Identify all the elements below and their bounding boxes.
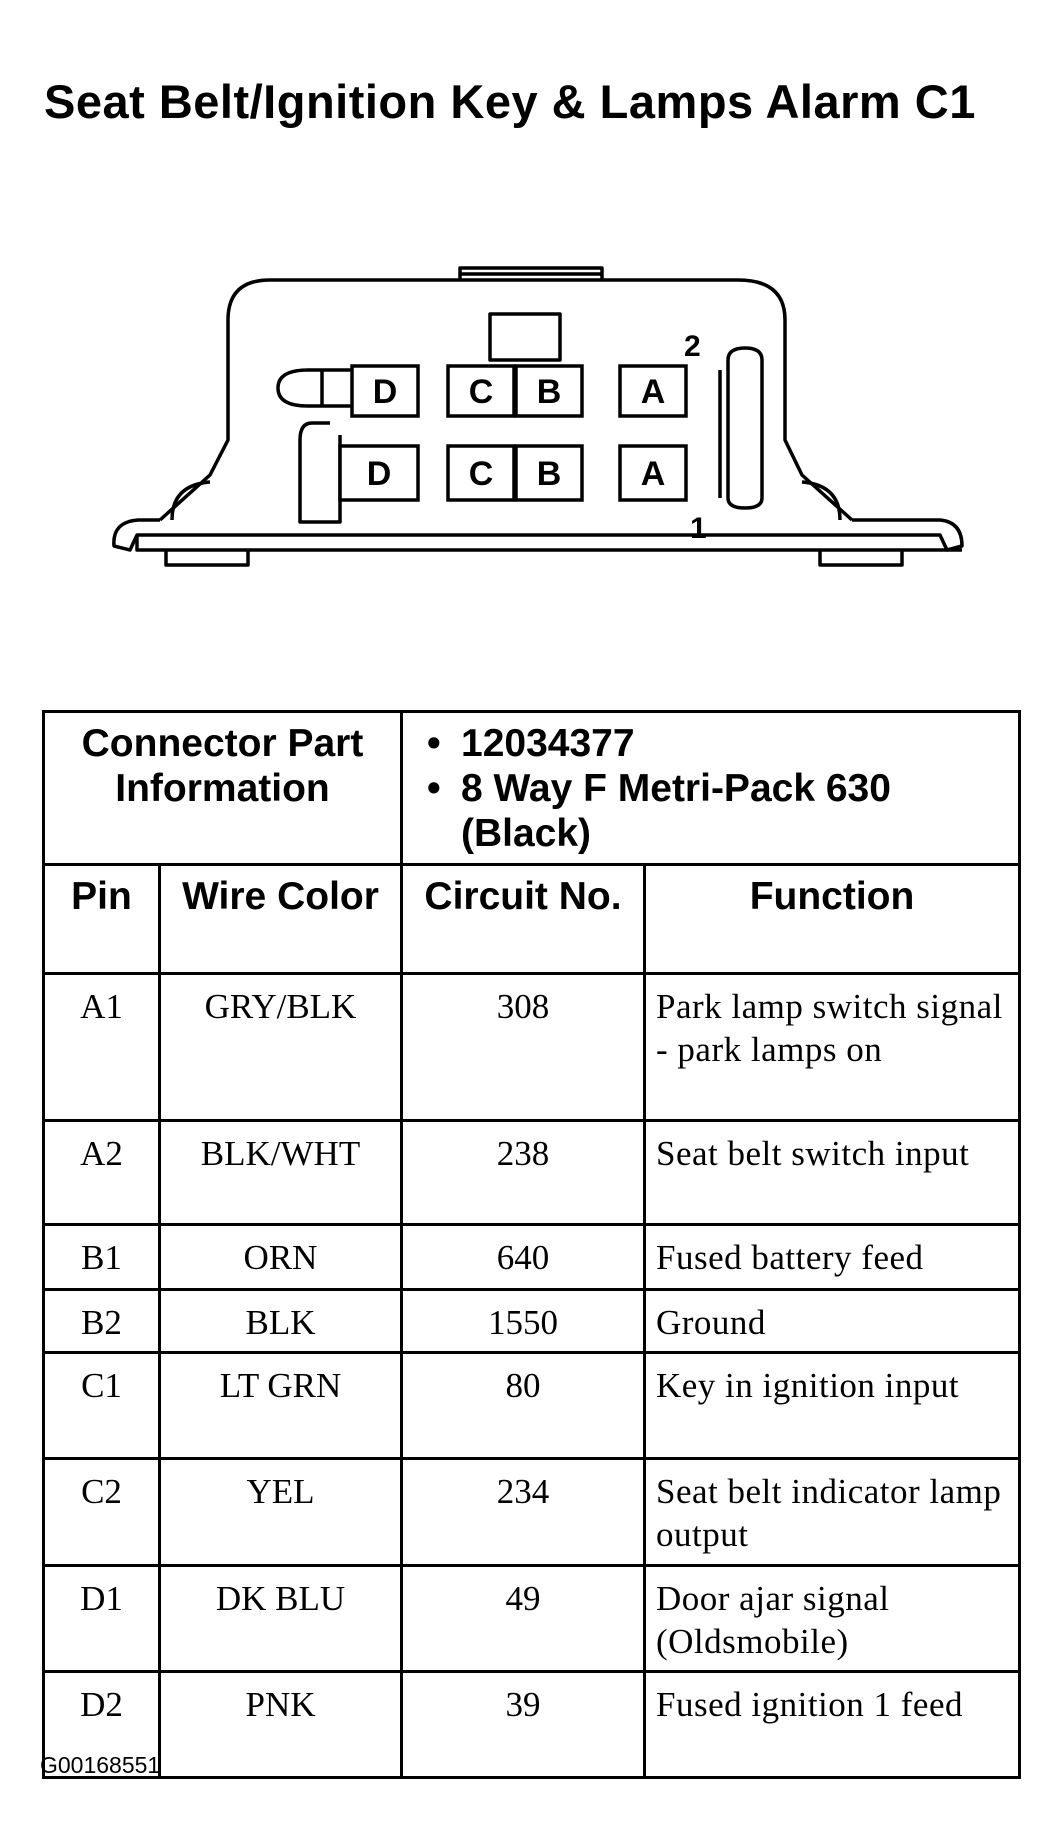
part-number: 12034377 xyxy=(461,722,635,765)
function-cell: Ground xyxy=(642,1288,1022,1354)
wire-color-cell: DK BLU xyxy=(158,1564,403,1673)
table-row: D1 DK BLU 49 Door ajar signal (Oldsmobil… xyxy=(42,1564,1022,1673)
table-row: D2 PNK 39 Fused ignition 1 feed xyxy=(42,1670,1022,1779)
pin-cell: A2 xyxy=(42,1119,161,1226)
cavity-label: A xyxy=(641,373,666,411)
header-pin: Pin xyxy=(42,863,161,975)
wire-color-cell: PNK xyxy=(158,1670,403,1779)
function-cell: Seat belt indicator lamp output xyxy=(642,1457,1022,1567)
wire-color-cell: GRY/BLK xyxy=(158,972,403,1122)
pin-cell: A1 xyxy=(42,972,161,1122)
circuit-cell: 238 xyxy=(400,1119,646,1226)
wire-color-cell: BLK/WHT xyxy=(158,1119,403,1226)
pin-cell: B1 xyxy=(42,1223,161,1291)
function-cell: Seat belt switch input xyxy=(642,1119,1022,1226)
wire-color-cell: BLK xyxy=(158,1288,403,1354)
table-row: A1 GRY/BLK 308 Park lamp switch signal -… xyxy=(42,972,1022,1122)
pinout-table: Connector Part Information •12034377 •8 … xyxy=(42,710,1022,1779)
header-function: Function xyxy=(642,863,1022,975)
circuit-cell: 640 xyxy=(400,1223,646,1291)
pin-cell: D1 xyxy=(42,1564,161,1673)
function-cell: Park lamp switch signal - park lamps on xyxy=(642,972,1022,1122)
cavity-row-bottom xyxy=(338,444,688,502)
connector-face-diagram: D C B A D C B A 2 1 xyxy=(112,266,964,567)
function-cell: Fused battery feed xyxy=(642,1223,1022,1291)
wire-color-cell: YEL xyxy=(158,1457,403,1567)
circuit-cell: 49 xyxy=(400,1564,646,1673)
figure-id: G00168551 xyxy=(40,1752,161,1778)
table-row: A2 BLK/WHT 238 Seat belt switch input xyxy=(42,1119,1022,1226)
table-row: B1 ORN 640 Fused battery feed xyxy=(42,1223,1022,1291)
pin-row-marker-1: 1 xyxy=(690,512,707,545)
function-cell: Fused ignition 1 feed xyxy=(642,1670,1022,1779)
part-description: 8 Way F Metri-Pack 630 (Black) xyxy=(461,767,891,855)
part-info-row: Connector Part Information •12034377 •8 … xyxy=(42,710,1022,866)
header-wire-color: Wire Color xyxy=(158,863,403,975)
pin-cell: C2 xyxy=(42,1457,161,1567)
table-row: C2 YEL 234 Seat belt indicator lamp outp… xyxy=(42,1457,1022,1567)
cavity-label: D xyxy=(373,373,398,411)
part-info-values: •12034377 •8 Way F Metri-Pack 630 (Black… xyxy=(399,710,1022,866)
cavity-label: A xyxy=(641,455,666,493)
function-cell: Key in ignition input xyxy=(642,1351,1022,1460)
cavity-label: C xyxy=(469,455,494,493)
pin-cell: B2 xyxy=(42,1288,161,1354)
header-circuit: Circuit No. xyxy=(400,863,646,975)
part-info-label: Connector Part Information xyxy=(42,710,403,866)
function-cell: Door ajar signal (Oldsmobile) xyxy=(642,1564,1022,1673)
pin-row-marker-2: 2 xyxy=(684,330,701,363)
cavity-label: D xyxy=(367,455,392,493)
wire-color-cell: ORN xyxy=(158,1223,403,1291)
cavity-label: B xyxy=(537,455,562,493)
wire-color-cell: LT GRN xyxy=(158,1351,403,1460)
cavity-row-top xyxy=(350,364,688,418)
table-row: C1 LT GRN 80 Key in ignition input xyxy=(42,1351,1022,1460)
circuit-cell: 80 xyxy=(400,1351,646,1460)
circuit-cell: 1550 xyxy=(400,1288,646,1354)
pin-cell: D2 xyxy=(42,1670,161,1779)
circuit-cell: 234 xyxy=(400,1457,646,1567)
cavity-label: C xyxy=(469,373,494,411)
circuit-cell: 308 xyxy=(400,972,646,1122)
table-row: B2 BLK 1550 Ground xyxy=(42,1288,1022,1354)
circuit-cell: 39 xyxy=(400,1670,646,1779)
pin-cell: C1 xyxy=(42,1351,161,1460)
cavity-label: B xyxy=(537,373,562,411)
header-row: Pin Wire Color Circuit No. Function xyxy=(42,863,1022,975)
diagram-title: Seat Belt/Ignition Key & Lamps Alarm C1 xyxy=(44,75,976,128)
